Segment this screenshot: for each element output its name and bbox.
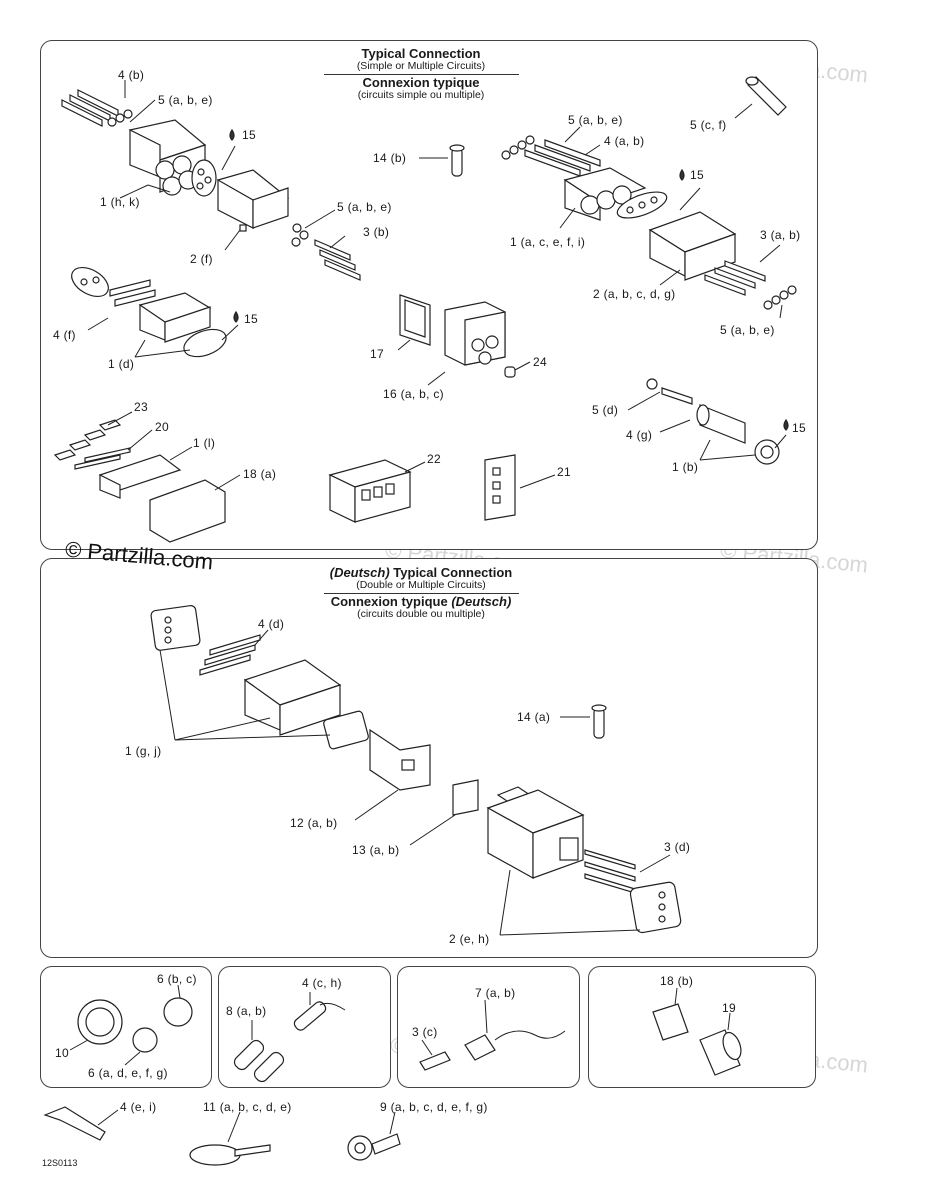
label-7ab: 7 (a, b) <box>475 986 516 1000</box>
block-21 <box>484 454 556 521</box>
label-4ch: 4 (c, h) <box>302 976 342 990</box>
subtitle-en: (Simple or Multiple Circuits) <box>356 60 486 72</box>
label-1d: 1 (d) <box>108 357 135 371</box>
label-4f: 4 (f) <box>53 328 76 342</box>
label-16abc: 16 (a, b, c) <box>383 387 444 401</box>
connector-1d-assembly <box>71 266 239 358</box>
label-5cf: 5 (c, f) <box>690 118 727 132</box>
label-3ab: 3 (a, b) <box>760 228 801 242</box>
label-15: 15 <box>792 421 806 435</box>
label-4g: 4 (g) <box>626 428 653 442</box>
label-5d: 5 (d) <box>592 403 619 417</box>
label-4d: 4 (d) <box>258 617 285 631</box>
label-8ab: 8 (a, b) <box>226 1004 267 1018</box>
shrink-tubes-8ab <box>233 992 346 1083</box>
label-18b: 18 (b) <box>660 974 694 988</box>
label-15: 15 <box>690 168 704 182</box>
label-21: 21 <box>557 465 571 479</box>
label-1l: 1 (l) <box>193 436 216 450</box>
figure-code: 12S0113 <box>42 1158 78 1168</box>
label-22: 22 <box>427 452 441 466</box>
label-24: 24 <box>533 355 547 369</box>
title-prefix: (Deutsch) <box>329 565 390 580</box>
connector-1acefi-assembly <box>501 126 797 319</box>
label-19: 19 <box>722 1001 736 1015</box>
panel2-title: (Deutsch) Typical Connection (Double or … <box>310 566 532 621</box>
label-14a: 14 (a) <box>517 710 551 724</box>
block-22 <box>328 459 426 523</box>
deutsch-connector-2eh <box>409 779 682 936</box>
label-2eh: 2 (e, h) <box>449 932 490 946</box>
connector-1l-assembly <box>53 411 241 543</box>
label-18a: 18 (a) <box>243 467 277 481</box>
label-1acefi: 1 (a, c, e, f, i) <box>510 235 586 249</box>
sensor-connector-7ab <box>419 999 566 1071</box>
seal-5cf <box>734 76 787 119</box>
label-5abe: 5 (a, b, e) <box>720 323 775 337</box>
label-9: 9 (a, b, c, d, e, f, g) <box>380 1100 488 1114</box>
connector-1b-assembly <box>627 378 789 465</box>
subtitle-fr: (circuits simple ou multiple) <box>357 89 485 101</box>
label-6adefg: 6 (a, d, e, f, g) <box>88 1066 168 1080</box>
label-2f: 2 (f) <box>190 252 213 266</box>
grommet-10 <box>69 984 193 1066</box>
label-5abe: 5 (a, b, e) <box>337 200 392 214</box>
label-2abcdg: 2 (a, b, c, d, g) <box>593 287 676 301</box>
title-rule <box>323 593 519 594</box>
label-4ab: 4 (a, b) <box>604 134 645 148</box>
title-en: Typical Connection <box>389 565 513 580</box>
label-23: 23 <box>134 400 148 414</box>
bottom-terminals <box>43 1106 401 1166</box>
label-3b: 3 (b) <box>363 225 390 239</box>
label-12ab: 12 (a, b) <box>290 816 338 830</box>
label-10: 10 <box>55 1046 69 1060</box>
caps-18b-19 <box>652 987 742 1076</box>
label-3c: 3 (c) <box>412 1025 438 1039</box>
label-17: 17 <box>370 347 384 361</box>
subtitle-en: (Double or Multiple Circuits) <box>356 579 486 591</box>
label-4ei: 4 (e, i) <box>120 1100 157 1114</box>
connector-1hk-assembly <box>61 80 361 281</box>
label-6bc: 6 (b, c) <box>157 972 197 986</box>
pin-14b <box>419 144 465 177</box>
label-15: 15 <box>242 128 256 142</box>
label-1hk: 1 (h, k) <box>100 195 140 209</box>
title-fr: Connexion typique <box>362 75 480 90</box>
title-fr: Connexion typique <box>330 594 452 609</box>
pin-14a <box>560 704 607 739</box>
label-11: 11 (a, b, c, d, e) <box>203 1100 292 1114</box>
label-1b: 1 (b) <box>672 460 699 474</box>
title-suffix: (Deutsch) <box>451 594 512 609</box>
label-3d: 3 (d) <box>664 840 691 854</box>
title-en: Typical Connection <box>361 46 481 61</box>
label-1gj: 1 (g, j) <box>125 744 162 758</box>
panel-grommets <box>40 966 212 1088</box>
label-15: 15 <box>244 312 258 326</box>
title-rule <box>323 74 519 75</box>
panel-connector-caps <box>588 966 816 1088</box>
deutsch-connector-1gj <box>150 605 431 821</box>
label-5abe: 5 (a, b, e) <box>158 93 213 107</box>
panel1-title: Typical Connection (Simple or Multiple C… <box>310 47 532 102</box>
label-5abe: 5 (a, b, e) <box>568 113 623 127</box>
label-14b: 14 (b) <box>373 151 407 165</box>
label-13ab: 13 (a, b) <box>352 843 400 857</box>
connector-16abc-assembly <box>397 294 531 386</box>
label-20: 20 <box>155 420 169 434</box>
subtitle-fr: (circuits double ou multiple) <box>357 608 485 620</box>
label-4b: 4 (b) <box>118 68 145 82</box>
